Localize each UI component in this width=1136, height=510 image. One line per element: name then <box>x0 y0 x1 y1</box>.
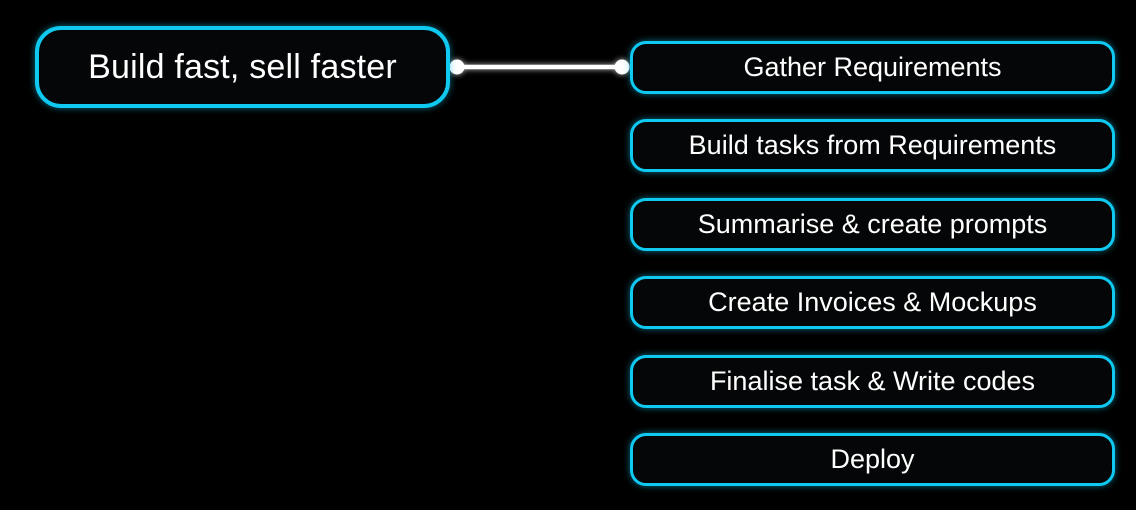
node-create-invoices-mockups[interactable]: Create Invoices & Mockups <box>630 276 1115 329</box>
node-label: Create Invoices & Mockups <box>708 287 1037 317</box>
node-label: Build tasks from Requirements <box>688 130 1057 160</box>
node-label: Summarise & create prompts <box>697 209 1048 239</box>
node-deploy[interactable]: Deploy <box>630 433 1115 486</box>
node-label: Deploy <box>830 444 915 474</box>
node-summarise-create-prompts[interactable]: Summarise & create prompts <box>630 198 1115 251</box>
root-node[interactable]: Build fast, sell faster <box>35 26 450 108</box>
root-node-label: Build fast, sell faster <box>88 47 397 86</box>
node-label: Finalise task & Write codes <box>709 366 1036 396</box>
node-finalise-task-write-codes[interactable]: Finalise task & Write codes <box>630 355 1115 408</box>
node-label: Gather Requirements <box>743 52 1002 82</box>
connector-dot-right <box>614 59 630 75</box>
node-build-tasks-from-requirements[interactable]: Build tasks from Requirements <box>630 119 1115 172</box>
connector-dot-left <box>449 59 465 75</box>
node-gather-requirements[interactable]: Gather Requirements <box>630 41 1115 94</box>
